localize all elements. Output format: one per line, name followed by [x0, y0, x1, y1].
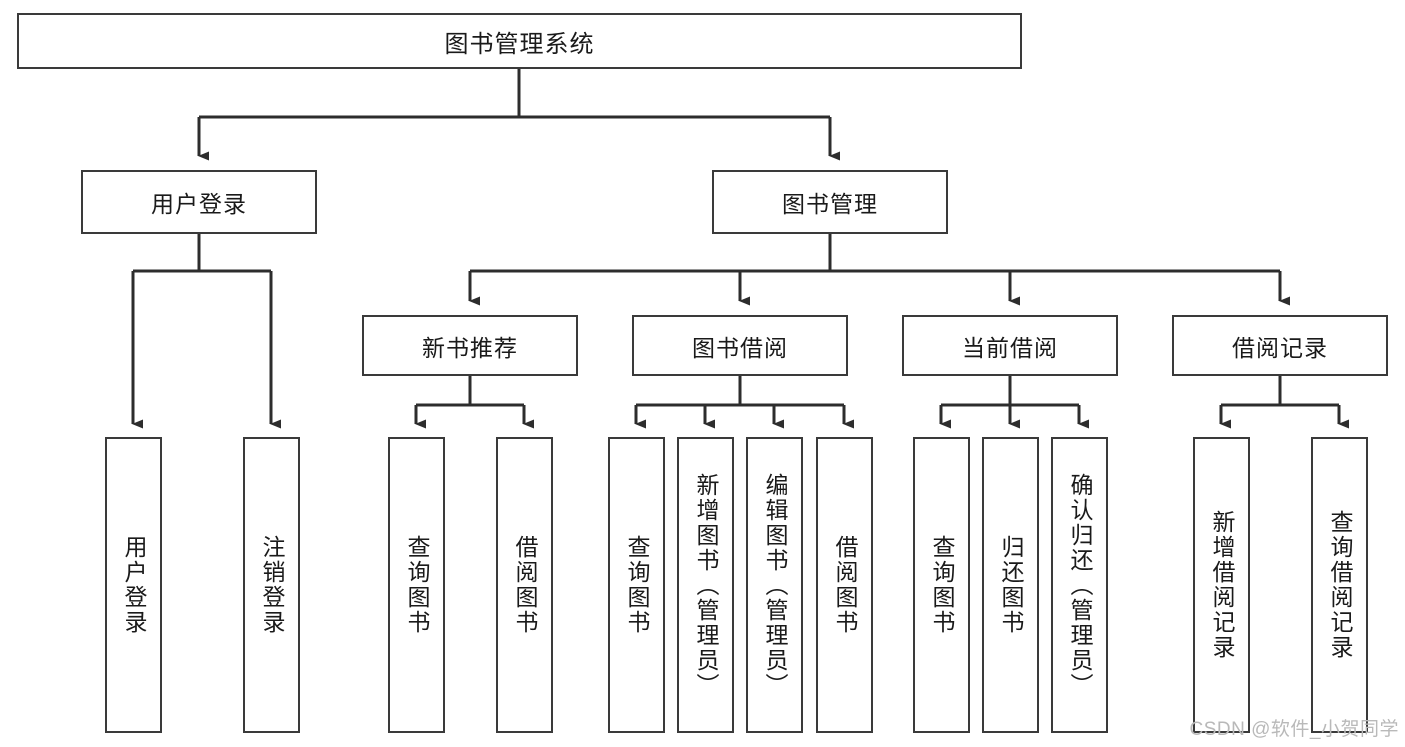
leaf-user-login[interactable]: 用户登录	[105, 437, 162, 733]
leaf-query-book-borrow[interactable]: 查询图书	[608, 437, 665, 733]
leaf-borrow-book[interactable]: 借阅图书	[816, 437, 873, 733]
leaf-edit-book-admin[interactable]: 编辑图书（管理员）	[746, 437, 803, 733]
node-book-management[interactable]: 图书管理	[712, 170, 948, 234]
node-label: 查询图书	[404, 535, 430, 635]
node-label: 查询借阅记录	[1327, 510, 1353, 660]
node-label: 归还图书	[998, 535, 1024, 635]
leaf-add-book-admin[interactable]: 新增图书（管理员）	[677, 437, 734, 733]
node-label: 借阅图书	[832, 535, 858, 635]
node-current-borrow[interactable]: 当前借阅	[902, 315, 1118, 376]
node-label: 编辑图书（管理员）	[762, 472, 788, 698]
node-label: 新增借阅记录	[1209, 510, 1235, 660]
node-label: 查询图书	[624, 535, 650, 635]
node-label: 查询图书	[929, 535, 955, 635]
node-label: 注销登录	[259, 535, 285, 635]
node-label: 确认归还（管理员）	[1067, 472, 1093, 698]
node-user-login[interactable]: 用户登录	[81, 170, 317, 234]
node-label: 用户登录	[151, 191, 247, 217]
node-label: 图书管理	[782, 191, 878, 217]
node-root-system[interactable]: 图书管理系统	[17, 13, 1022, 69]
node-label: 借阅记录	[1232, 334, 1328, 361]
node-label: 当前借阅	[962, 334, 1058, 361]
node-label: 图书借阅	[692, 334, 788, 361]
leaf-query-book-current[interactable]: 查询图书	[913, 437, 970, 733]
leaf-query-borrow-record[interactable]: 查询借阅记录	[1311, 437, 1368, 733]
leaf-confirm-return-admin[interactable]: 确认归还（管理员）	[1051, 437, 1108, 733]
node-label: 图书管理系统	[444, 30, 595, 58]
node-label: 用户登录	[121, 535, 147, 635]
node-label: 借阅图书	[512, 535, 538, 635]
leaf-return-book[interactable]: 归还图书	[982, 437, 1039, 733]
node-label: 新增图书（管理员）	[693, 472, 719, 698]
watermark-text: CSDN @软件_小贺同学	[1189, 719, 1399, 740]
node-label: 新书推荐	[422, 334, 518, 361]
leaf-user-logout[interactable]: 注销登录	[243, 437, 300, 733]
leaf-borrow-book-recommend[interactable]: 借阅图书	[496, 437, 553, 733]
node-borrow-records[interactable]: 借阅记录	[1172, 315, 1388, 376]
node-book-borrow[interactable]: 图书借阅	[632, 315, 848, 376]
leaf-add-borrow-record[interactable]: 新增借阅记录	[1193, 437, 1250, 733]
node-new-book-recommend[interactable]: 新书推荐	[362, 315, 578, 376]
leaf-query-book-recommend[interactable]: 查询图书	[388, 437, 445, 733]
